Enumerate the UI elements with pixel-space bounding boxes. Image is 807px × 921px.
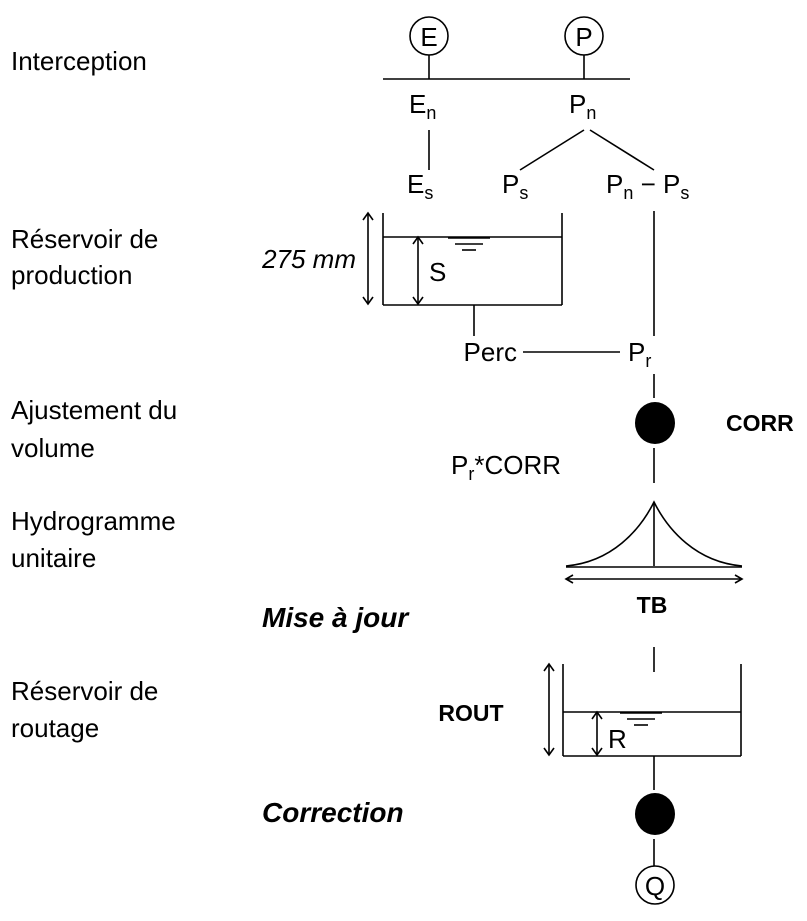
correction-node bbox=[635, 793, 675, 835]
input-p-label: P bbox=[575, 22, 592, 52]
output-q-circle bbox=[635, 865, 675, 905]
stage-label-routing-line2: routage bbox=[11, 713, 99, 743]
stage-label-production-line2: production bbox=[11, 260, 132, 290]
capacity-label: 275 mm bbox=[261, 244, 356, 274]
r-level-arrowheads bbox=[591, 710, 603, 757]
stage-label-hydrogram-line2: unitaire bbox=[11, 543, 96, 573]
pr-corr-label: Pr*CORR bbox=[451, 450, 561, 484]
s-level-arrowheads bbox=[412, 235, 424, 306]
pn-minus-ps-label: Pn − Ps bbox=[606, 169, 689, 203]
pn-to-diff-line bbox=[589, 129, 655, 171]
corr-param-label: CORR bbox=[726, 410, 794, 436]
stage-label-interception: Interception bbox=[11, 46, 147, 76]
rout-capacity-arrowheads bbox=[543, 662, 555, 757]
capacity-arrowheads bbox=[362, 211, 374, 306]
en-label: En bbox=[409, 89, 436, 123]
tb-arrowheads bbox=[564, 574, 744, 584]
rout-param-label: ROUT bbox=[438, 700, 503, 726]
r-level-label: R bbox=[608, 724, 627, 754]
pn-label: Pn bbox=[569, 89, 596, 123]
corr-node bbox=[635, 402, 675, 444]
perc-label: Perc bbox=[464, 337, 517, 367]
s-level-label: S bbox=[429, 257, 446, 287]
pn-to-ps-line bbox=[519, 129, 585, 171]
output-q-label: Q bbox=[645, 871, 665, 901]
stage-label-adjust-line2: volume bbox=[11, 433, 95, 463]
tb-param-label: TB bbox=[637, 592, 668, 618]
stage-label-production-line1: Réservoir de bbox=[11, 224, 158, 254]
stage-label-hydrogram-line1: Hydrogramme bbox=[11, 506, 176, 536]
stage-label-adjust-line1: Ajustement du bbox=[11, 395, 177, 425]
pr-label: Pr bbox=[628, 337, 651, 371]
es-label: Es bbox=[407, 169, 433, 203]
stage-label-routing-line1: Réservoir de bbox=[11, 676, 158, 706]
ps-label: Ps bbox=[502, 169, 528, 203]
update-label: Mise à jour bbox=[262, 602, 410, 633]
input-e-label: E bbox=[420, 22, 437, 52]
correction-label: Correction bbox=[262, 797, 404, 828]
